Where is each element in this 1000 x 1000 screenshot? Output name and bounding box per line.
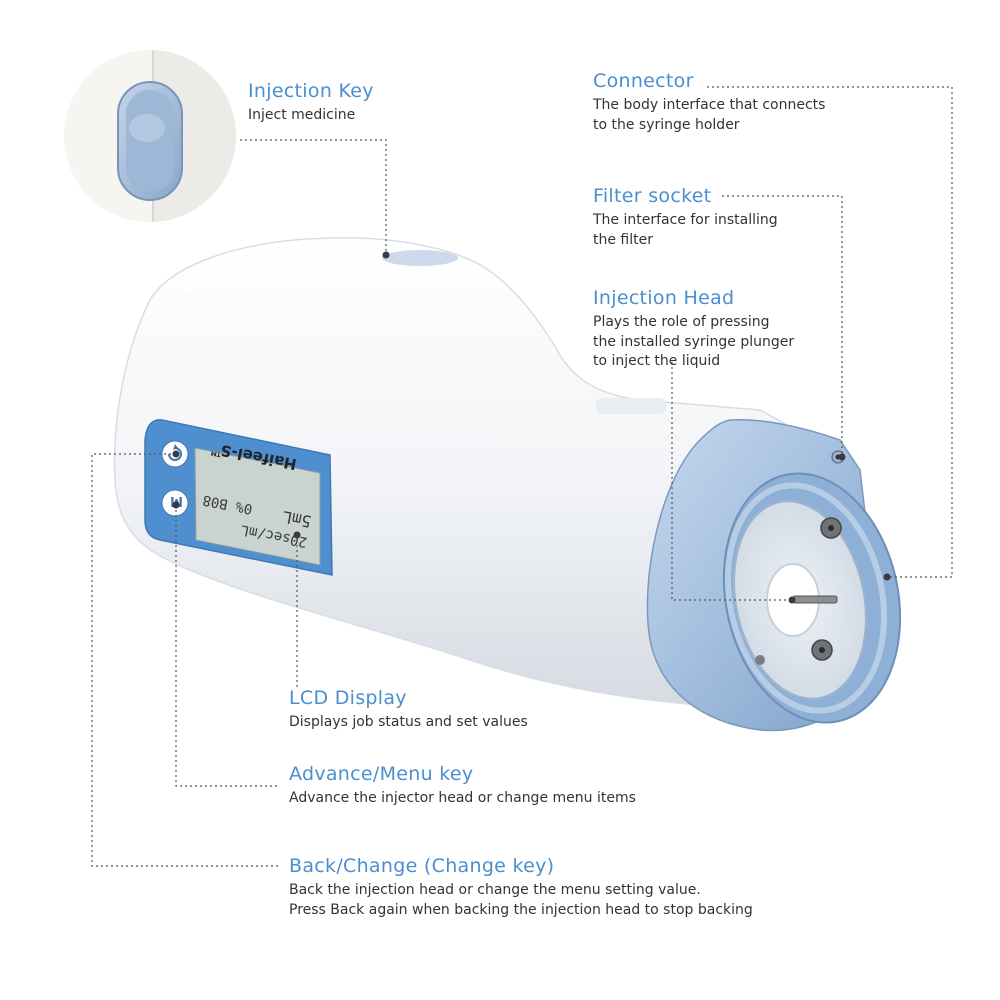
lcd-screen: 20sec/mL 5mL 0% B08 xyxy=(194,447,321,566)
callout-back-change-key: Back/Change (Change key) Back the inject… xyxy=(289,855,753,920)
callout-desc-line: The body interface that connects xyxy=(593,97,826,113)
callout-lcd-display: LCD Display Displays job status and set … xyxy=(289,687,528,733)
callout-title: Injection Head xyxy=(593,287,735,309)
lcd-line-percent: 0% xyxy=(234,498,254,517)
callout-connector: Connector The body interface that connec… xyxy=(593,70,825,135)
callout-desc-line: Back the injection head or change the me… xyxy=(289,882,701,898)
callout-title: Injection Key xyxy=(248,80,374,102)
injection-head-assembly xyxy=(646,418,902,732)
injector-body xyxy=(113,237,801,706)
callout-title: Filter socket xyxy=(593,185,712,207)
callout-desc-line: to the syringe holder xyxy=(593,116,740,133)
callout-injection-key: Injection Key Inject medicine xyxy=(248,80,374,126)
callout-desc-line: to inject the liquid xyxy=(593,353,721,369)
callout-desc-line: Advance the injector head or change menu… xyxy=(289,790,636,806)
power-arrow-icon xyxy=(168,447,182,461)
callout-injection-head: Injection Head Plays the role of pressin… xyxy=(593,287,794,372)
callout-title: LCD Display xyxy=(289,687,407,709)
injection-key-closeup xyxy=(64,50,236,222)
plunger-rod xyxy=(792,595,838,604)
callout-desc-line: the filter xyxy=(593,231,653,248)
callout-desc-line: Displays job status and set values xyxy=(289,714,528,730)
callout-desc-line: The interface for installing xyxy=(593,212,778,228)
callout-title: Connector xyxy=(593,70,694,92)
callout-title: Advance/Menu key xyxy=(289,763,474,785)
leader-lines xyxy=(91,86,953,867)
lcd-line-code: B08 xyxy=(201,492,229,513)
callout-filter-socket: Filter socket The interface for installi… xyxy=(593,185,778,250)
callout-desc-line: Inject medicine xyxy=(248,107,356,123)
callout-advance-menu-key: Advance/Menu key Advance the injector he… xyxy=(289,763,636,809)
callout-desc-line: the installed syringe plunger xyxy=(593,333,795,350)
control-panel: 20sec/mL 5mL 0% B08 Haifeel-S TM M xyxy=(144,419,333,576)
leader-dots xyxy=(172,251,891,604)
callout-desc-line: Plays the role of pressing xyxy=(593,314,770,330)
brand-trademark: TM xyxy=(210,449,221,458)
callout-title: Back/Change (Change key) xyxy=(289,855,555,877)
callout-desc-line: Press Back again when backing the inject… xyxy=(289,901,753,918)
